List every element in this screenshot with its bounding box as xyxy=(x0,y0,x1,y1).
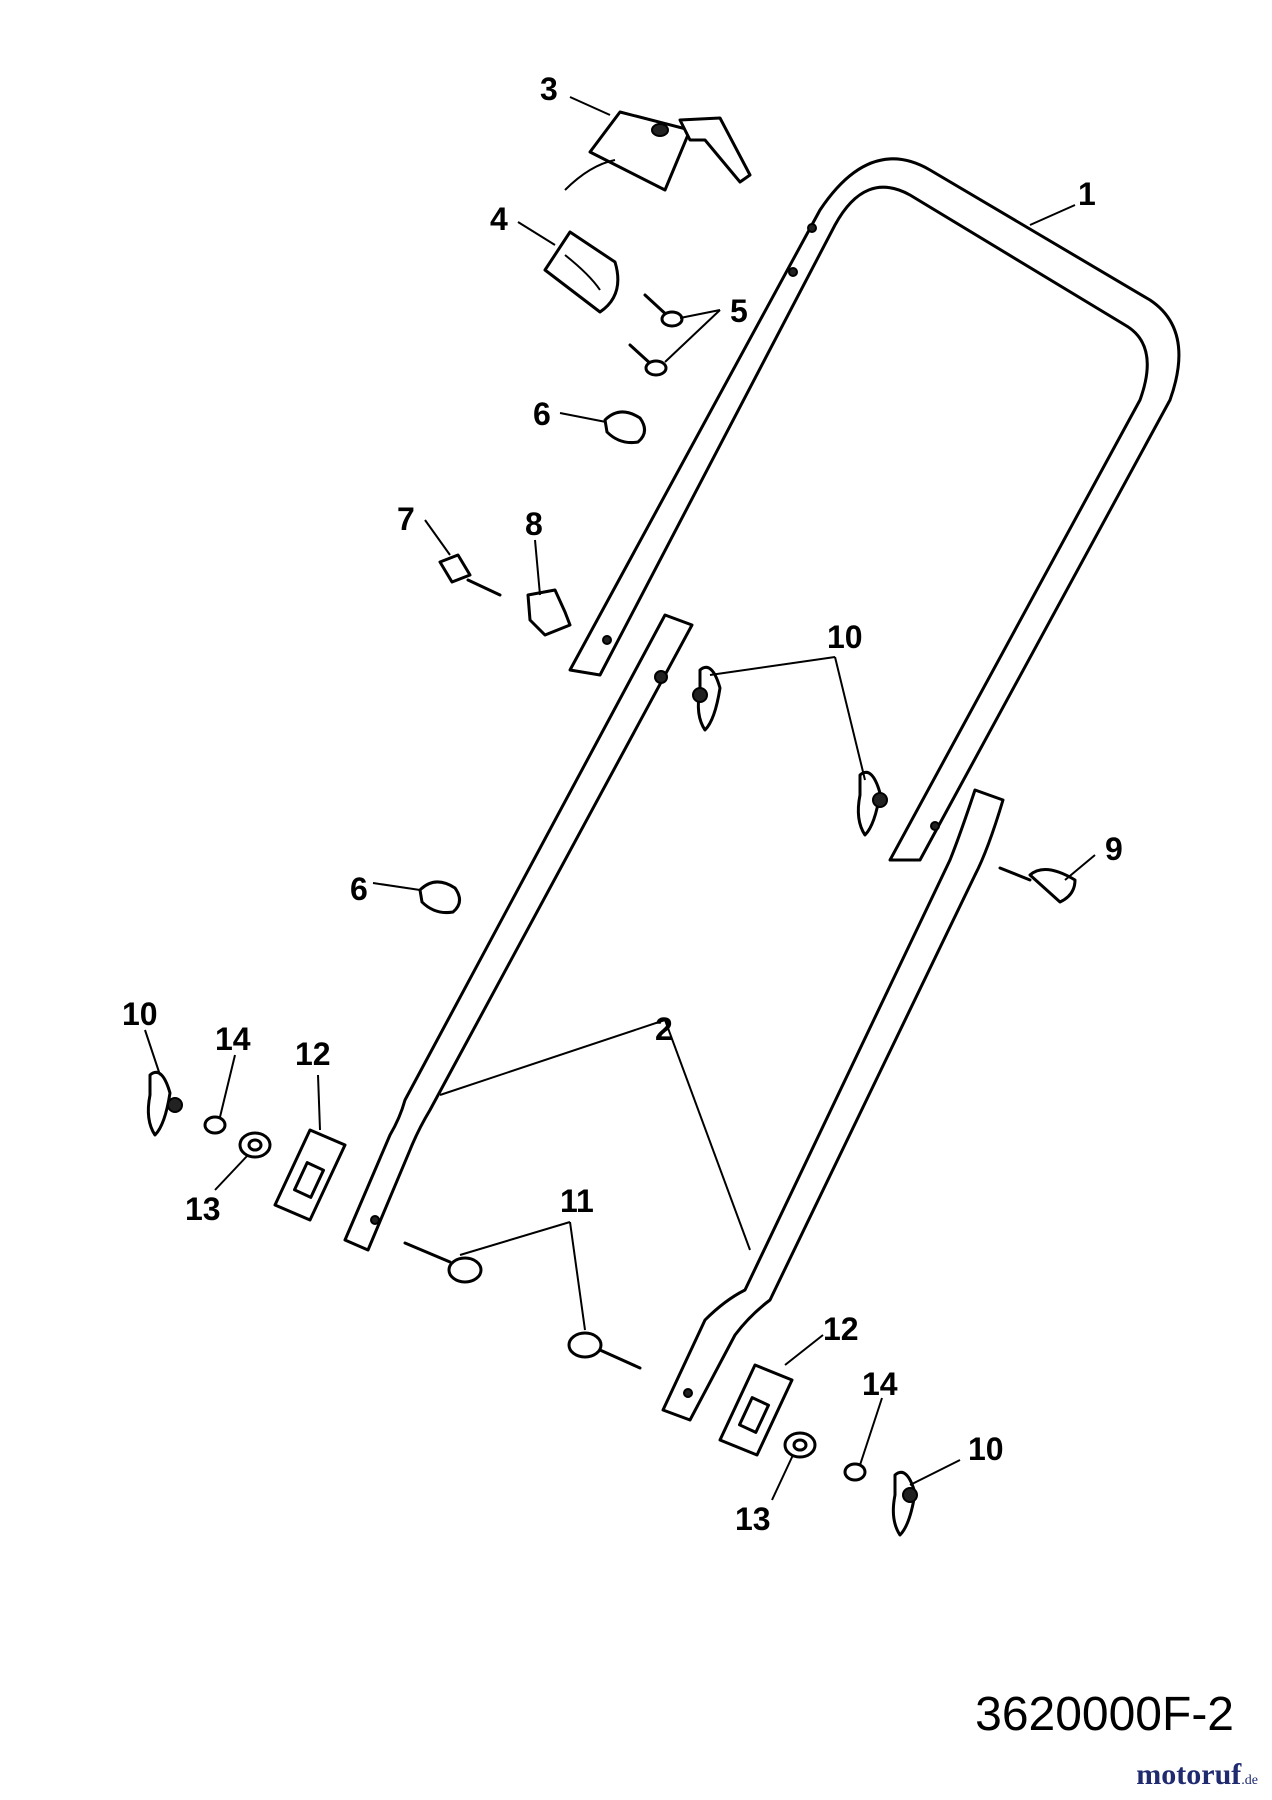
callout-8: 8 xyxy=(525,506,543,542)
callout-12-left: 12 xyxy=(295,1036,331,1072)
clamp-right xyxy=(718,1363,794,1457)
lower-handle-bar-left xyxy=(343,613,694,1252)
upper-handle-bar xyxy=(568,157,1181,862)
callout-4: 4 xyxy=(490,201,508,237)
screw-upper xyxy=(643,293,684,328)
callout-11: 11 xyxy=(560,1183,594,1219)
callout-6-upper: 6 xyxy=(533,396,551,432)
callout-5: 5 xyxy=(730,293,748,329)
callout-14-left: 14 xyxy=(215,1021,251,1057)
leader-lines xyxy=(144,96,1096,1501)
callout-12-right: 12 xyxy=(823,1311,859,1347)
brand-watermark-logo: motoruf.de xyxy=(1136,1758,1258,1792)
screw-lower xyxy=(628,343,668,377)
knob-bolt xyxy=(438,553,502,597)
cable-guide xyxy=(543,230,620,314)
switch-assembly xyxy=(564,110,752,192)
cable-clip-upper xyxy=(603,410,646,444)
wing-nut-upper xyxy=(692,665,722,732)
washer-small-left xyxy=(203,1115,227,1135)
callout-9: 9 xyxy=(1105,831,1123,867)
wing-bolt xyxy=(998,866,1077,904)
callout-7: 7 xyxy=(397,501,415,537)
callout-10-left: 10 xyxy=(122,996,158,1032)
washer-large-left xyxy=(238,1131,272,1159)
wing-nut-lower-left xyxy=(146,1070,183,1137)
washer-small-right xyxy=(843,1462,867,1482)
knob-screw-right xyxy=(567,1331,642,1370)
callout-6-lower: 6 xyxy=(350,871,368,907)
callout-3: 3 xyxy=(540,71,558,107)
callout-1: 1 xyxy=(1078,176,1096,212)
clamp-left xyxy=(273,1128,347,1222)
callout-14-right: 14 xyxy=(862,1366,898,1402)
callout-13-right: 13 xyxy=(735,1501,771,1537)
wing-nut-middle xyxy=(856,770,888,837)
brand-name: motoruf xyxy=(1136,1758,1242,1791)
wing-nut-lower-right xyxy=(891,1470,918,1537)
cable-clip-lower xyxy=(418,880,461,914)
bracket xyxy=(526,588,572,637)
drawing-number: 3620000F-2 xyxy=(975,1688,1234,1741)
knob-screw-left xyxy=(403,1241,483,1284)
lower-handle-bar-right xyxy=(661,788,1005,1422)
callout-10-upper: 10 xyxy=(827,619,863,655)
callout-13-left: 13 xyxy=(185,1191,221,1227)
brand-tld: .de xyxy=(1241,1773,1258,1788)
washer-large-right xyxy=(783,1431,817,1459)
callout-10-right: 10 xyxy=(968,1431,1004,1467)
callout-2: 2 xyxy=(655,1011,673,1047)
